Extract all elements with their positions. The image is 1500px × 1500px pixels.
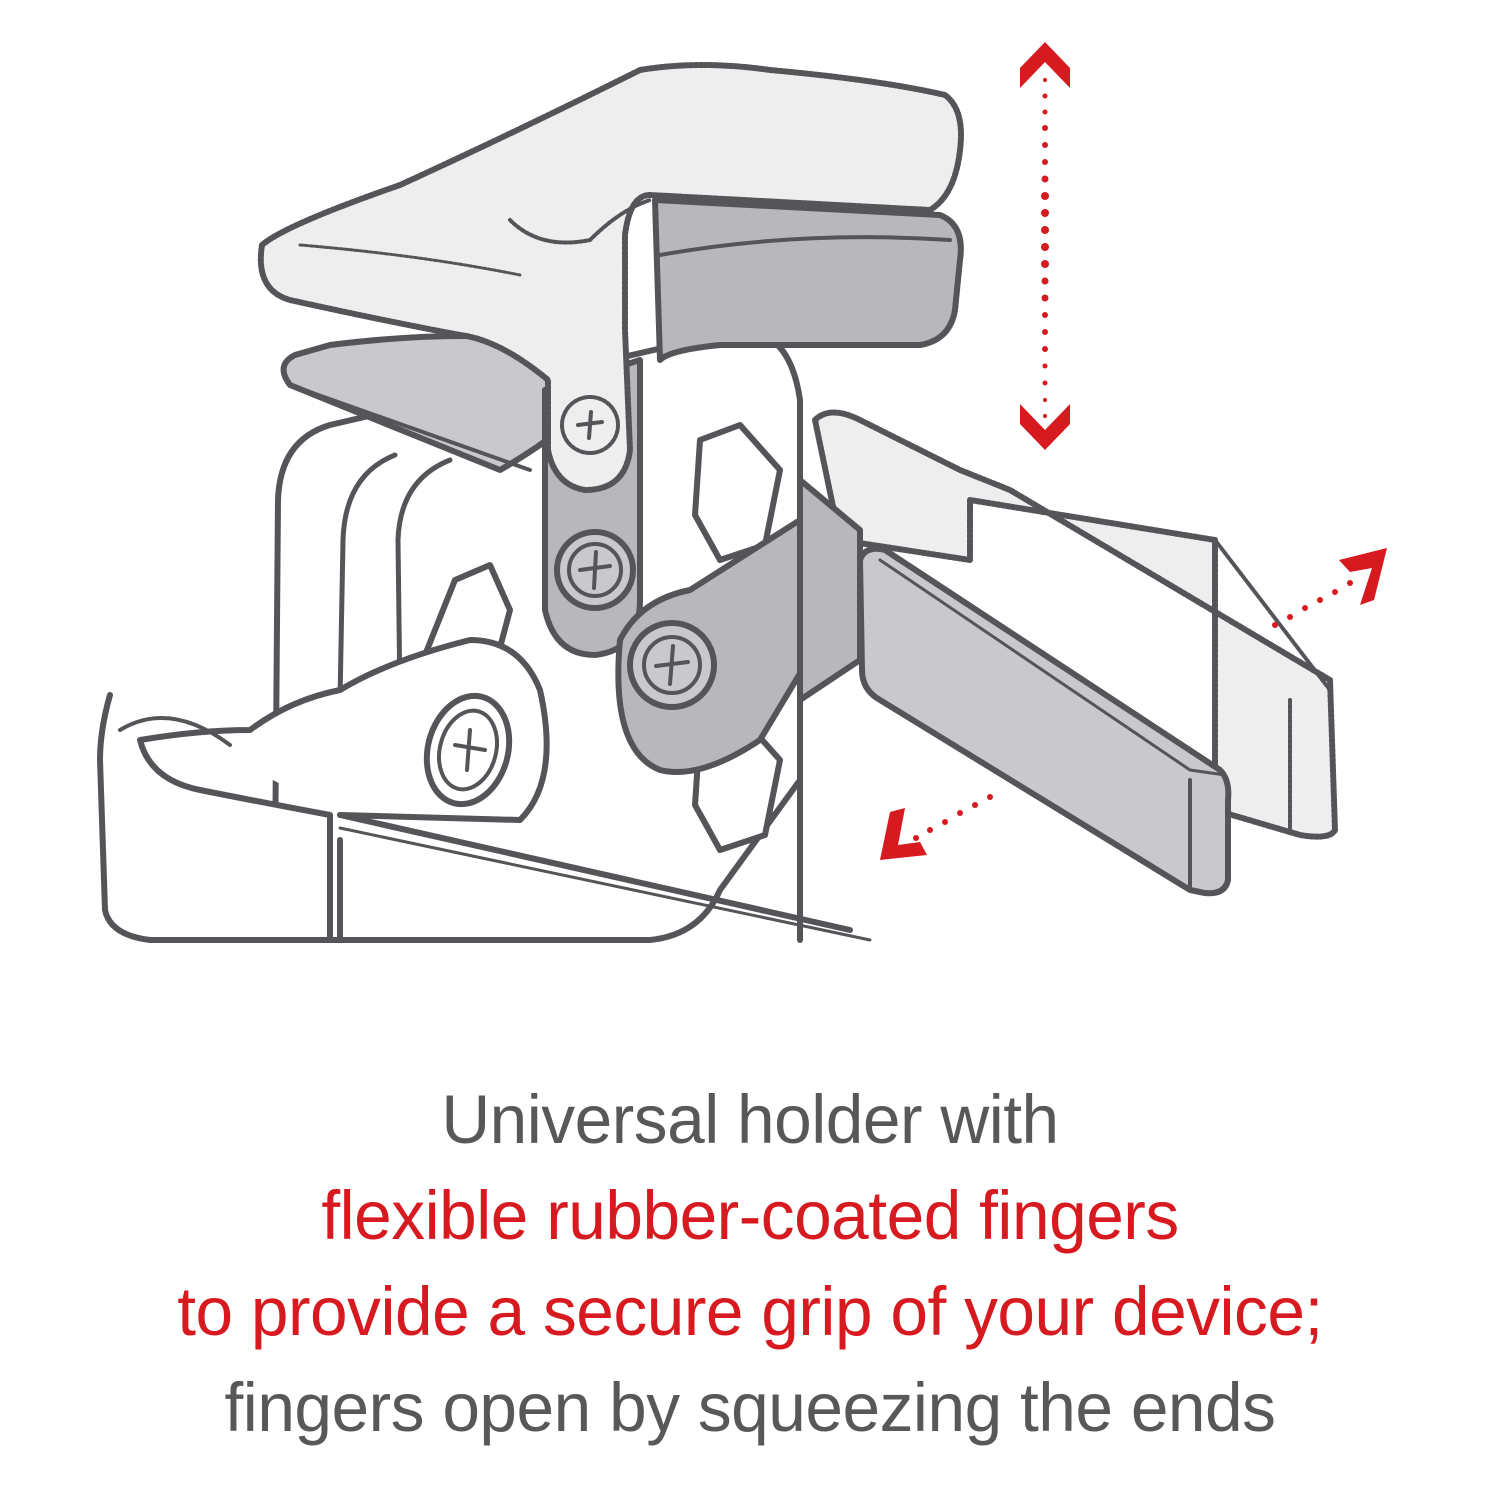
top-finger-front: [257, 62, 964, 493]
caption-line-4: fingers open by squeezing the ends: [224, 1369, 1276, 1446]
dotted-line: [913, 580, 1353, 841]
caption-line-3: to provide a secure grip of your device;: [177, 1273, 1323, 1350]
caption-line-1: Universal holder with: [441, 1081, 1059, 1158]
horizontal-adjust-arrow: [880, 548, 1387, 860]
caption: Universal holder with flexible rubber-co…: [0, 1072, 1500, 1456]
dotted-line: [1041, 78, 1049, 418]
vertical-adjust-arrow: [1020, 42, 1070, 450]
top-finger-back: [652, 197, 964, 363]
holder-illustration: [97, 42, 1387, 943]
right-link: [615, 517, 823, 775]
caption-line-2: flexible rubber-coated fingers: [321, 1177, 1179, 1254]
bottom-finger: [97, 637, 872, 943]
right-clip-front: [797, 477, 1232, 897]
